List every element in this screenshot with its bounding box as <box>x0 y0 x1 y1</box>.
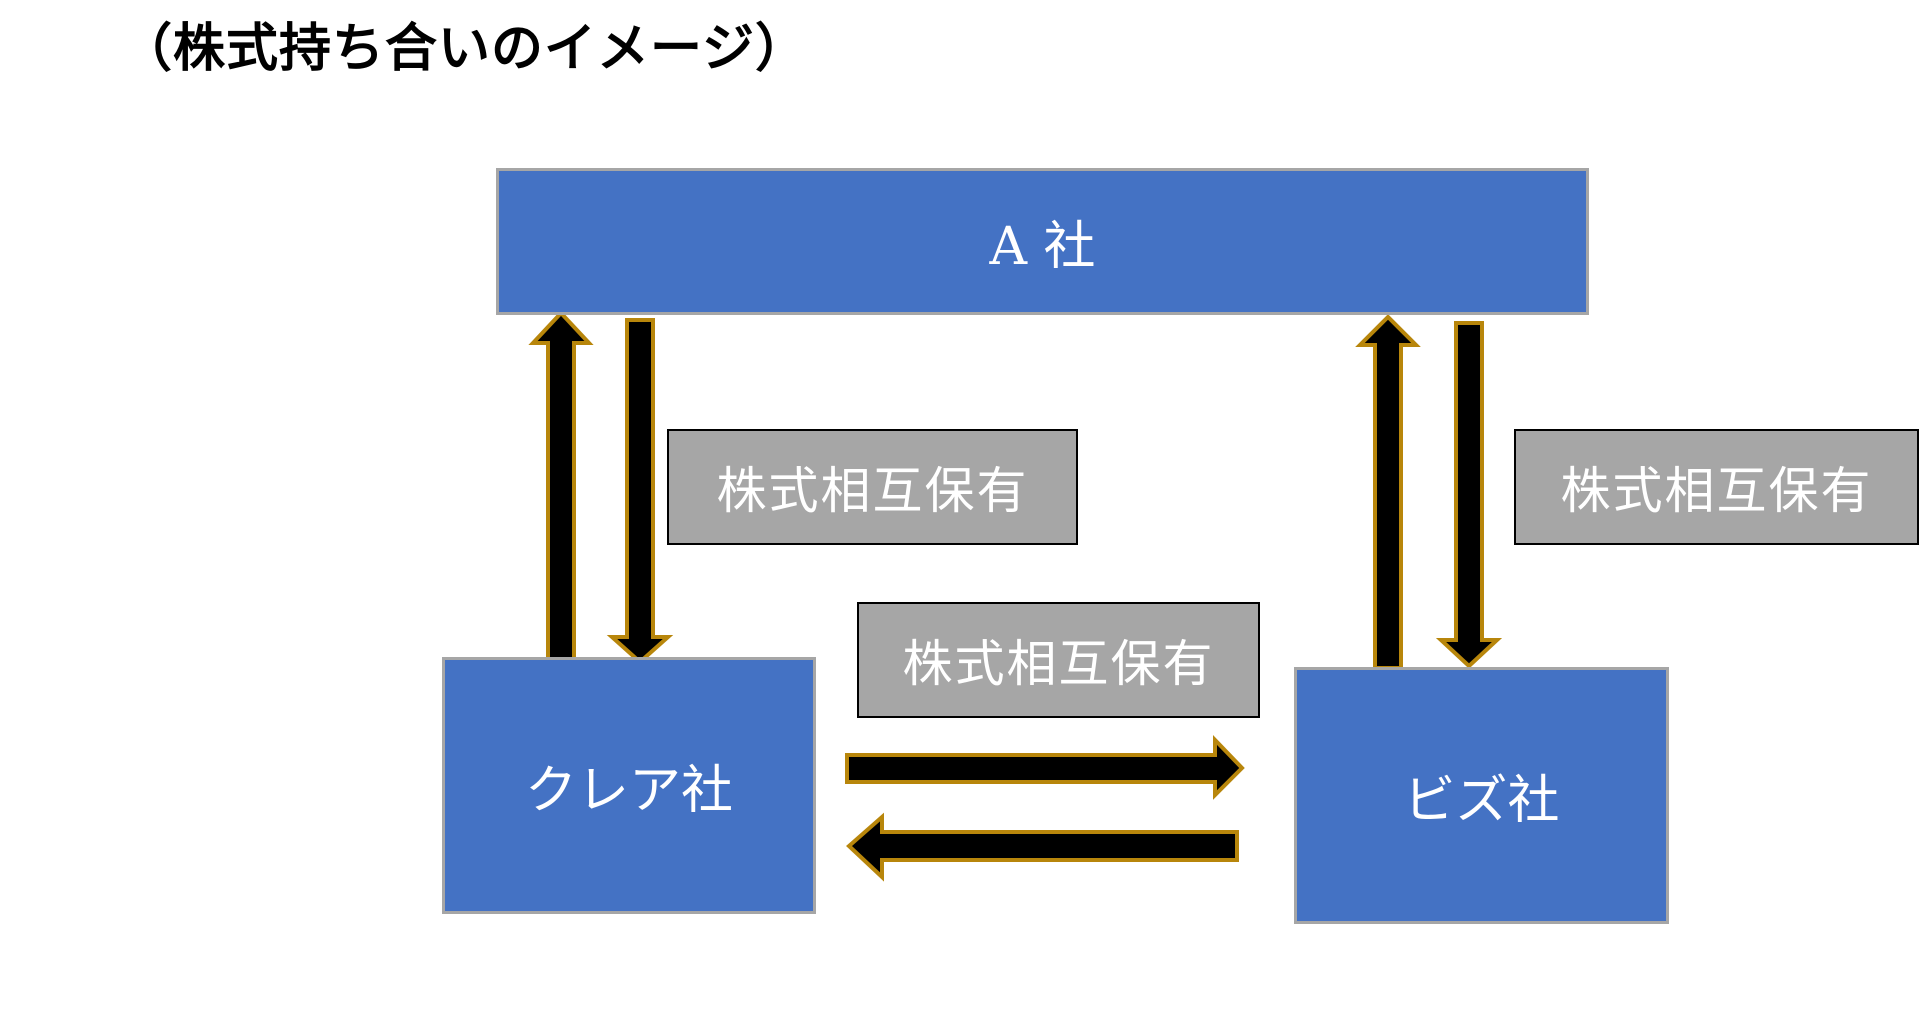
mutual-holding-text-left: 株式相互保有 <box>716 462 1029 520</box>
arrow-claire-to-biz <box>845 735 1245 800</box>
mutual-holding-label-right: 株式相互保有 <box>1514 429 1919 545</box>
company-claire-label: クレア社 <box>524 761 733 821</box>
mutual-holding-label-middle: 株式相互保有 <box>857 602 1260 718</box>
arrow-a-to-claire <box>606 318 674 665</box>
mutual-holding-text-right: 株式相互保有 <box>1560 462 1873 520</box>
mutual-holding-label-left: 株式相互保有 <box>667 429 1078 545</box>
arrow-biz-to-claire <box>846 812 1239 882</box>
company-a-box: A 社 <box>496 168 1589 315</box>
mutual-holding-text-middle: 株式相互保有 <box>902 635 1215 693</box>
arrow-claire-to-a <box>528 310 594 664</box>
company-a-label: A 社 <box>989 217 1096 277</box>
company-biz-label: ビズ社 <box>1403 771 1560 831</box>
arrow-biz-to-a <box>1355 314 1421 670</box>
company-claire-box: クレア社 <box>442 657 816 914</box>
arrow-a-to-biz <box>1435 321 1503 669</box>
page-title: （株式持ち合いのイメージ） <box>120 18 808 79</box>
company-biz-box: ビズ社 <box>1294 667 1669 924</box>
